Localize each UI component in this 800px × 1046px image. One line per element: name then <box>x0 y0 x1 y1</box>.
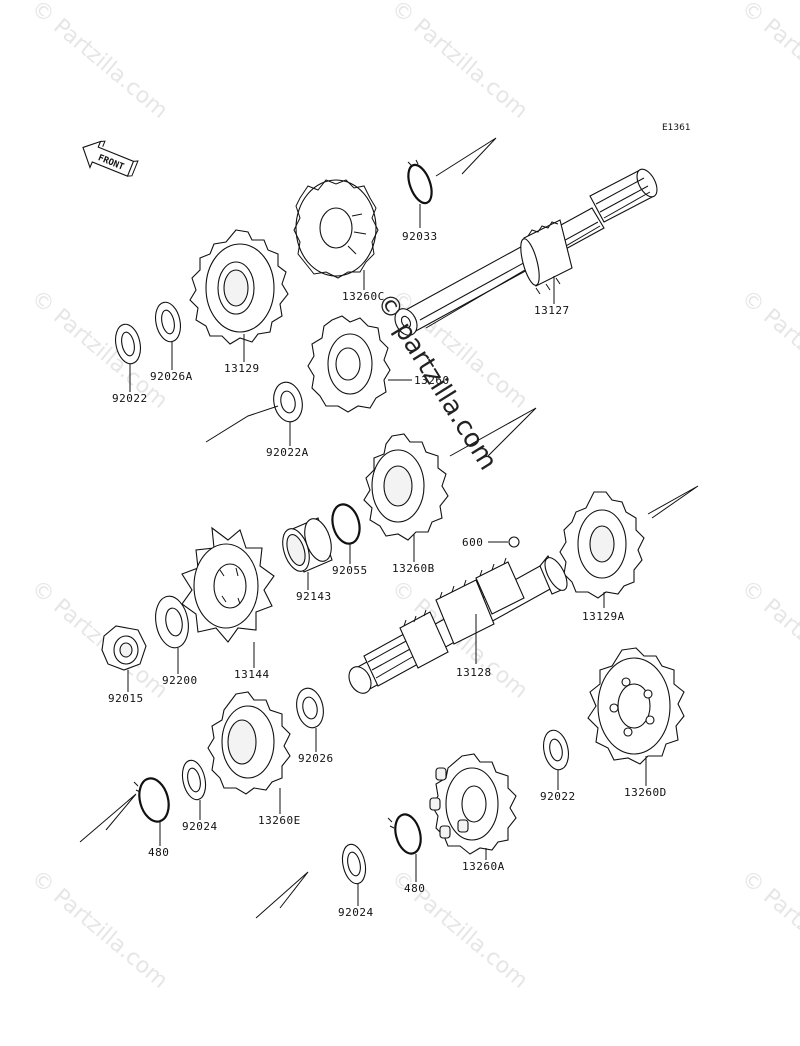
label-600[interactable]: 600 <box>462 536 483 549</box>
label-92022A[interactable]: 92022A <box>266 446 309 459</box>
label-92024-lower[interactable]: 92024 <box>338 906 374 919</box>
label-13129[interactable]: 13129 <box>224 362 260 375</box>
label-92026[interactable]: 92026 <box>298 752 334 765</box>
label-480-left[interactable]: 480 <box>148 846 169 859</box>
watermark-text: © Partzilla.com <box>26 285 172 413</box>
label-13260E[interactable]: 13260E <box>258 814 301 827</box>
washer-92024-left[interactable] <box>179 758 209 802</box>
label-92055[interactable]: 92055 <box>332 564 368 577</box>
label-92026A[interactable]: 92026A <box>150 370 193 383</box>
gear-13260C[interactable] <box>293 179 379 279</box>
circlip-480-left[interactable] <box>133 775 173 825</box>
watermark-text: © Partzilla.com <box>26 865 172 993</box>
gear-13260D[interactable] <box>587 647 685 765</box>
label-13260D[interactable]: 13260D <box>624 786 667 799</box>
assembly-lines <box>79 137 699 919</box>
bushing-92143[interactable] <box>278 515 336 574</box>
gear-13260B[interactable] <box>363 433 449 541</box>
watermark-text: © Partzilla.com <box>736 285 800 413</box>
watermark-text: © Partzilla.com <box>736 865 800 993</box>
front-arrow-icon: FRONT <box>82 140 139 177</box>
gear-13129[interactable] <box>189 229 289 345</box>
shaft-13128[interactable] <box>345 554 572 697</box>
label-13260C[interactable]: 13260C <box>342 290 385 303</box>
label-13129A[interactable]: 13129A <box>582 610 625 623</box>
gear-13260E[interactable] <box>207 691 291 795</box>
watermark-text: © Partzilla.com <box>26 0 172 124</box>
oring-92055[interactable] <box>328 501 363 546</box>
gear-13260A[interactable] <box>429 753 517 855</box>
ball-600[interactable] <box>508 536 520 548</box>
sprocket-13144[interactable] <box>181 526 275 643</box>
label-480-right[interactable]: 480 <box>404 882 425 895</box>
washer-92026[interactable] <box>293 686 327 731</box>
gear-13260[interactable] <box>307 315 391 413</box>
washer-92026A[interactable] <box>152 300 184 344</box>
label-92022-lower[interactable]: 92022 <box>540 790 576 803</box>
washer-92022A[interactable] <box>270 380 306 425</box>
label-92015[interactable]: 92015 <box>108 692 144 705</box>
watermark-text: © Partzilla.com <box>26 575 172 703</box>
leader-lines <box>127 204 647 906</box>
watermark-text: © Partzilla.com <box>736 0 800 124</box>
washer-92022-lower[interactable] <box>540 728 572 772</box>
washer-92200[interactable] <box>152 594 193 651</box>
label-13260A[interactable]: 13260A <box>462 860 505 873</box>
washer-92024-lower[interactable] <box>339 842 369 886</box>
circlip-480-right[interactable] <box>387 812 425 857</box>
label-92143[interactable]: 92143 <box>296 590 332 603</box>
label-13144[interactable]: 13144 <box>234 668 270 681</box>
gear-13129A[interactable] <box>559 491 645 599</box>
part-labels: 92033 13260C 13127 13129 92026A 92022 13… <box>108 230 667 919</box>
circlip-92033[interactable] <box>404 159 436 206</box>
shaft-13127[interactable] <box>391 166 662 339</box>
label-13260B[interactable]: 13260B <box>392 562 435 575</box>
washer-92022-upper[interactable] <box>112 322 144 366</box>
label-92033[interactable]: 92033 <box>402 230 438 243</box>
label-92022-upper[interactable]: 92022 <box>112 392 148 405</box>
nut-92015[interactable] <box>101 625 147 671</box>
diagram-code: E1361 <box>662 123 691 133</box>
label-92024-left[interactable]: 92024 <box>182 820 218 833</box>
label-92200[interactable]: 92200 <box>162 674 198 687</box>
label-13260[interactable]: 13260 <box>414 374 450 387</box>
watermark-text: © Partzilla.com <box>736 575 800 703</box>
label-13127[interactable]: 13127 <box>534 304 570 317</box>
watermark-text: © Partzilla.com <box>386 0 532 124</box>
label-13128[interactable]: 13128 <box>456 666 492 679</box>
